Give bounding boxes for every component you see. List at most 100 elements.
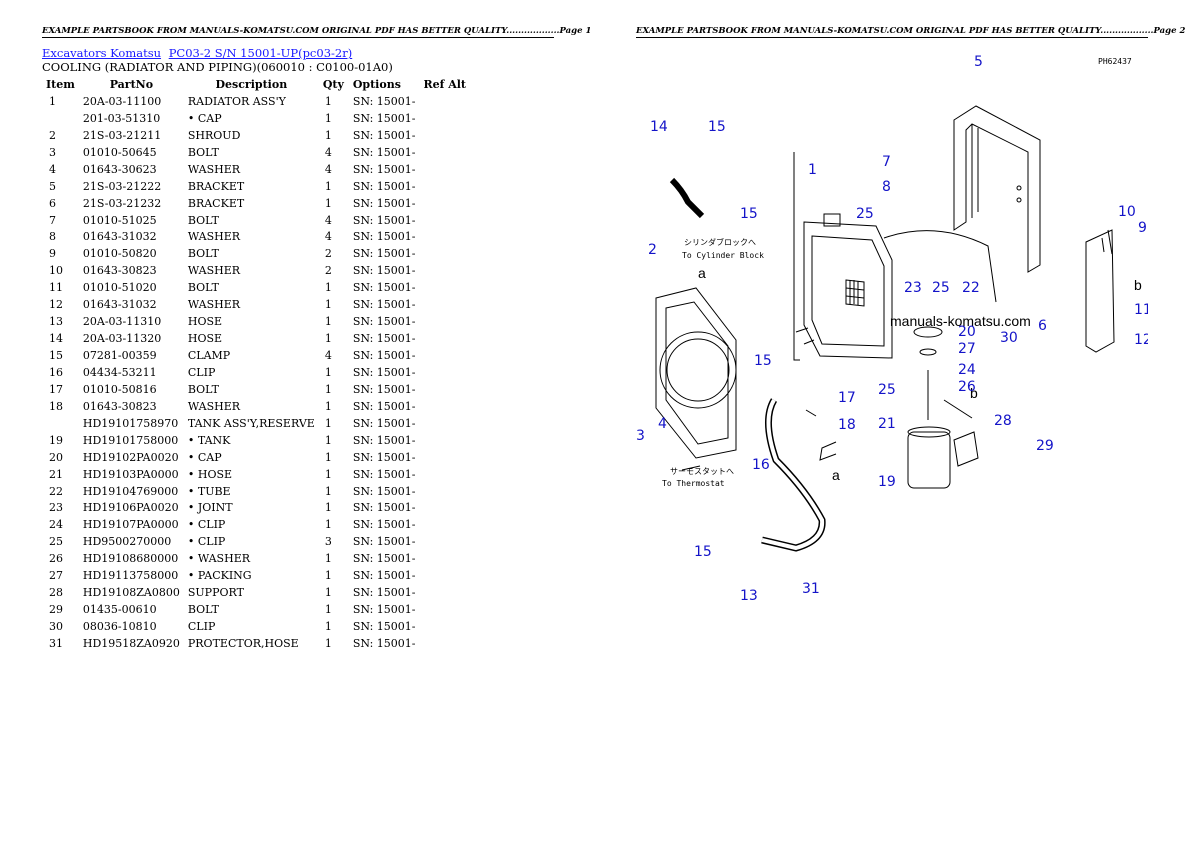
- ref-alt-cell: [420, 262, 471, 279]
- description-cell: BOLT: [187, 247, 219, 261]
- options-cell: SN: 15001-: [352, 467, 416, 481]
- item-cell: 27: [49, 569, 63, 583]
- partno-cell: 01010-51025: [82, 213, 157, 227]
- options-cell: SN: 15001-: [352, 586, 416, 600]
- options-cell: SN: 15001-: [352, 230, 416, 244]
- ref-alt-cell: [420, 279, 471, 296]
- options-cell: SN: 15001-: [352, 518, 416, 532]
- callout-19: 19: [878, 474, 896, 490]
- ref-alt-cell: [420, 635, 471, 652]
- qty-cell: 1: [324, 433, 332, 447]
- item-cell: 11: [49, 281, 63, 295]
- breadcrumb-link-model[interactable]: PC03-2 S/N 15001-UP(pc03-2r): [168, 46, 353, 60]
- qty-cell: 4: [324, 349, 332, 363]
- ref-alt-cell: [420, 313, 471, 330]
- qty-cell: 1: [324, 332, 332, 346]
- column-header-ref-alt: Ref Alt: [423, 77, 467, 91]
- qty-cell: 1: [324, 450, 332, 464]
- options-cell: SN: 15001-: [352, 111, 416, 125]
- tube-22-drawing: [883, 230, 997, 303]
- qty-cell: 1: [324, 196, 332, 210]
- section-title: COOLING (RADIATOR AND PIPING)(060010 : C…: [42, 60, 393, 74]
- bracket-6-drawing: [1085, 229, 1115, 353]
- partno-cell: HD19108ZA0800: [82, 586, 180, 600]
- callout-15-upper: 15: [740, 206, 758, 222]
- item-cell: 8: [49, 230, 56, 244]
- qty-cell: 1: [324, 416, 332, 430]
- description-cell: SUPPORT: [187, 586, 244, 600]
- qty-cell: 4: [324, 230, 332, 244]
- partno-cell: 01643-31032: [82, 230, 157, 244]
- callout-29: 29: [1036, 438, 1054, 454]
- options-cell: SN: 15001-: [352, 484, 416, 498]
- ref-alt-cell: [420, 415, 471, 432]
- ref-alt-cell: [420, 364, 471, 381]
- breadcrumb-link-excavators[interactable]: Excavators Komatsu: [42, 46, 162, 60]
- options-cell: SN: 15001-: [352, 399, 416, 413]
- callout-1: 1: [808, 162, 817, 178]
- partno-cell: HD19518ZA0920: [82, 636, 180, 650]
- ref-alt-cell: [420, 449, 471, 466]
- qty-cell: 1: [324, 179, 332, 193]
- partno-cell: 21S-03-21232: [82, 196, 162, 210]
- options-cell: SN: 15001-: [352, 535, 416, 549]
- column-header-partno: PartNo: [109, 77, 154, 91]
- ref-alt-cell: [420, 550, 471, 567]
- options-cell: SN: 15001-: [352, 620, 416, 634]
- item-cell: [42, 110, 79, 127]
- breadcrumb: Excavators Komatsu PC03-2 S/N 15001-UP(p…: [42, 46, 356, 60]
- partno-cell: HD19103PA0000: [82, 467, 179, 481]
- item-cell: 9: [49, 247, 56, 261]
- item-cell: 10: [49, 264, 63, 278]
- options-cell: SN: 15001-: [352, 281, 416, 295]
- ref-alt-cell: [420, 178, 471, 195]
- qty-cell: 1: [324, 620, 332, 634]
- item-cell: 4: [49, 162, 56, 176]
- reserve-tank-drawing: [907, 326, 951, 489]
- partno-cell: 20A-03-11310: [82, 315, 162, 329]
- note-cylinder-jp: シリンダブロックへ: [684, 237, 756, 247]
- diagram-code: PH62437: [1098, 57, 1132, 66]
- ref-alt-cell: [420, 245, 471, 262]
- item-cell: 14: [49, 332, 63, 346]
- options-cell: SN: 15001-: [352, 332, 416, 346]
- options-cell: SN: 15001-: [352, 450, 416, 464]
- partno-cell: HD19101758000: [82, 433, 179, 447]
- callout-2: 2: [648, 242, 657, 258]
- item-cell: 30: [49, 620, 63, 634]
- qty-cell: 1: [324, 365, 332, 379]
- ref-alt-cell: [420, 161, 471, 178]
- description-cell: BOLT: [187, 603, 219, 617]
- item-cell: 31: [49, 636, 63, 650]
- bracket-5-drawing: [953, 105, 1041, 273]
- options-cell: SN: 15001-: [352, 145, 416, 159]
- options-cell: SN: 15001-: [352, 179, 416, 193]
- ref-alt-cell: [420, 466, 471, 483]
- description-cell: • JOINT: [187, 501, 233, 515]
- partno-cell: 01435-00610: [82, 603, 157, 617]
- ref-alt-cell: [420, 212, 471, 229]
- item-cell: 7: [49, 213, 56, 227]
- partno-cell: 01643-30823: [82, 399, 157, 413]
- callout-22: 22: [962, 280, 980, 296]
- item-cell: 13: [49, 315, 63, 329]
- callout-7: 7: [882, 154, 891, 170]
